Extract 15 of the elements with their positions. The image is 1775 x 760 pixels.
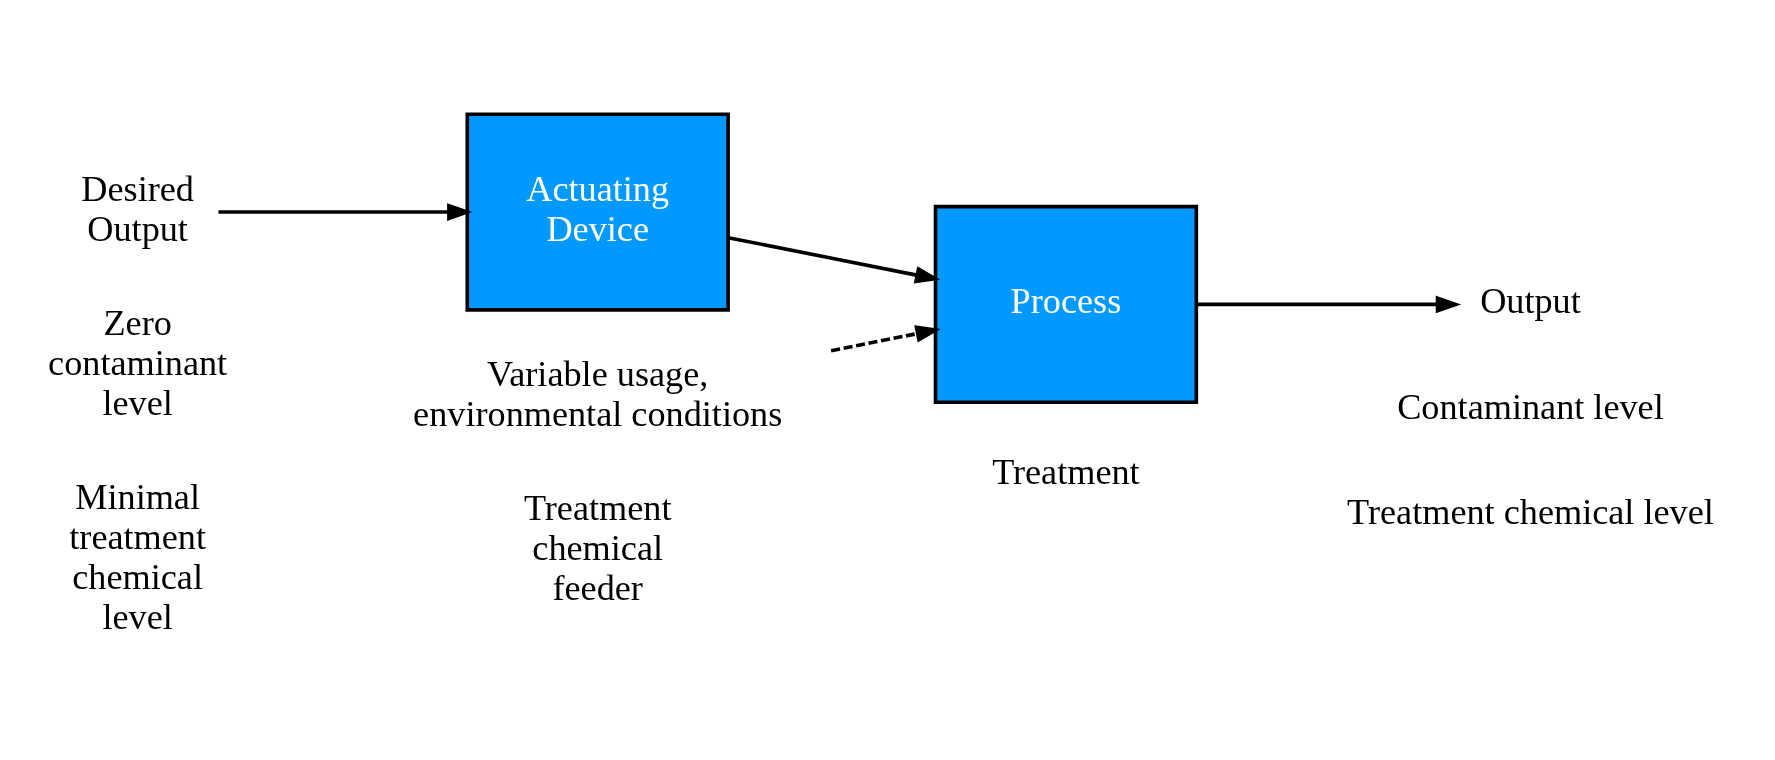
arrow <box>1196 295 1462 313</box>
node-text: Output <box>1480 280 1581 321</box>
label: Treatment <box>992 451 1140 492</box>
arrow <box>218 202 473 221</box>
node-box: Actuating Device <box>465 111 730 312</box>
arrow <box>727 235 941 284</box>
label: Zero contaminant level <box>48 302 228 423</box>
arrow <box>830 324 941 352</box>
label: Minimal treatment chemical level <box>69 476 207 637</box>
label: Contaminant level <box>1397 386 1664 427</box>
label: Treatment chemical level <box>1347 491 1714 532</box>
label: Treatment chemical feeder <box>523 487 672 608</box>
node-box: Process <box>933 204 1199 404</box>
node-text: Variable usage, environmental conditions <box>413 353 783 434</box>
node-text: Desired Output <box>81 168 194 249</box>
